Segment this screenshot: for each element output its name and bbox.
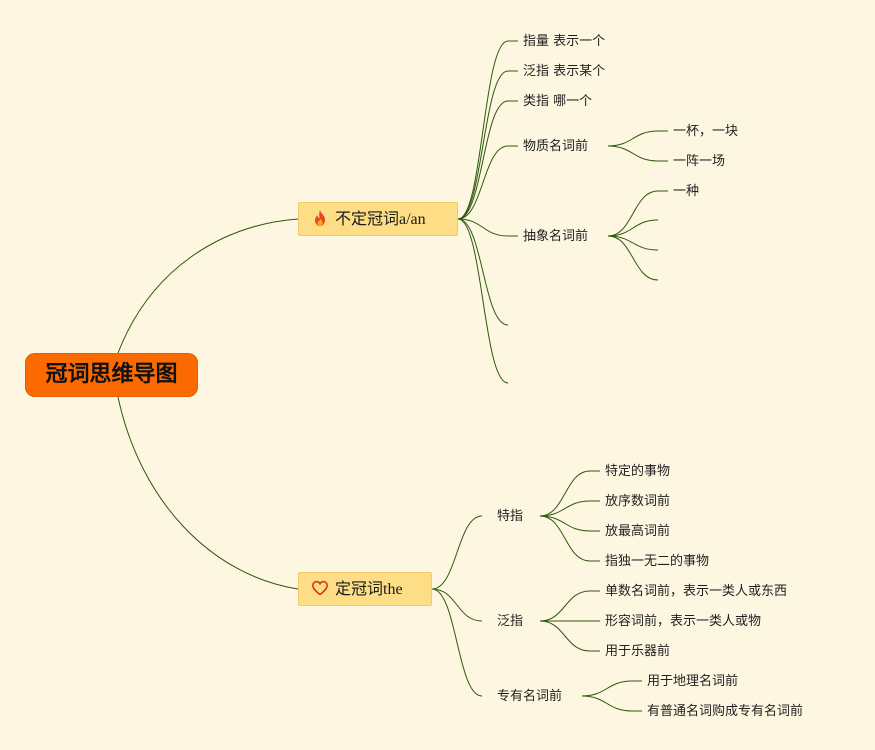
leaf-before-ordinal[interactable]: 放序数词前 xyxy=(605,494,671,509)
link-specific xyxy=(431,515,483,590)
leaf-instrument[interactable]: 用于乐器前 xyxy=(605,644,671,659)
leaf-generic[interactable]: 泛指 xyxy=(497,614,524,629)
link-material-noun xyxy=(457,145,518,220)
leaf-before-superlative[interactable]: 放最高词前 xyxy=(605,524,671,539)
heart-outline-icon xyxy=(311,580,329,596)
link-generic xyxy=(431,588,483,622)
leaf-a-cup-a-piece[interactable]: 一杯，一块 xyxy=(673,124,739,139)
link-empty-1 xyxy=(457,218,509,326)
root-to-indefinite-link xyxy=(117,218,299,354)
link-geographic-noun xyxy=(581,680,642,697)
link-abstract-noun xyxy=(457,218,518,237)
leaf-class-which[interactable]: 类指 哪一个 xyxy=(523,94,593,109)
leaf-proper-noun[interactable]: 专有名词前 xyxy=(497,689,563,704)
root-topic[interactable]: 冠词思维导图 xyxy=(25,353,198,397)
leaf-material-noun[interactable]: 物质名词前 xyxy=(523,139,589,154)
leaf-quantity[interactable]: 指量 表示一个 xyxy=(523,34,606,49)
branch-indefinite-label: 不定冠词a/an xyxy=(335,211,426,228)
leaf-singular-noun[interactable]: 单数名词前，表示一类人或东西 xyxy=(605,584,788,599)
fire-icon xyxy=(315,210,325,226)
branch-definite-label: 定冠词the xyxy=(335,581,403,598)
link-specific-thing xyxy=(539,470,600,517)
branch-indefinite-article[interactable]: 不定冠词a/an xyxy=(298,202,458,236)
link-singular-noun xyxy=(539,590,600,622)
root-topic-label: 冠词思维导图 xyxy=(45,362,178,387)
link-a-burst xyxy=(607,145,668,162)
link-common-noun-proper xyxy=(581,695,642,712)
leaf-geographic-noun[interactable]: 用于地理名词前 xyxy=(647,674,739,689)
leaf-unique-thing[interactable]: 指独一无二的事物 xyxy=(605,554,710,569)
link-before-superlative xyxy=(539,515,600,532)
leaf-specific-thing[interactable]: 特定的事物 xyxy=(605,464,671,479)
link-generic-some xyxy=(457,70,518,220)
leaf-specific[interactable]: 特指 xyxy=(497,509,524,524)
link-instrument xyxy=(539,620,600,652)
root-to-definite-link xyxy=(117,396,299,590)
link-unique-thing xyxy=(539,515,600,562)
leaf-a-burst[interactable]: 一阵一场 xyxy=(673,154,726,169)
leaf-common-noun-proper[interactable]: 有普通名词购成专有名词前 xyxy=(647,704,804,719)
link-quantity xyxy=(457,40,518,220)
leaf-a-kind[interactable]: 一种 xyxy=(673,184,700,199)
link-abstract-empty-1 xyxy=(607,219,659,237)
link-abstract-empty-3 xyxy=(607,235,659,281)
leaf-abstract-noun[interactable]: 抽象名词前 xyxy=(523,229,589,244)
link-empty-2 xyxy=(457,218,509,384)
link-a-cup xyxy=(607,130,668,147)
leaf-generic-some[interactable]: 泛指 表示某个 xyxy=(523,64,606,79)
link-abstract-empty-2 xyxy=(607,235,659,251)
branch-definite-article[interactable]: 定冠词the xyxy=(298,572,432,606)
link-class-which xyxy=(457,100,518,220)
link-proper-noun xyxy=(431,588,483,697)
link-before-ordinal xyxy=(539,500,600,517)
leaf-adjective[interactable]: 形容词前，表示一类人或物 xyxy=(605,614,762,629)
link-a-kind xyxy=(607,190,668,237)
